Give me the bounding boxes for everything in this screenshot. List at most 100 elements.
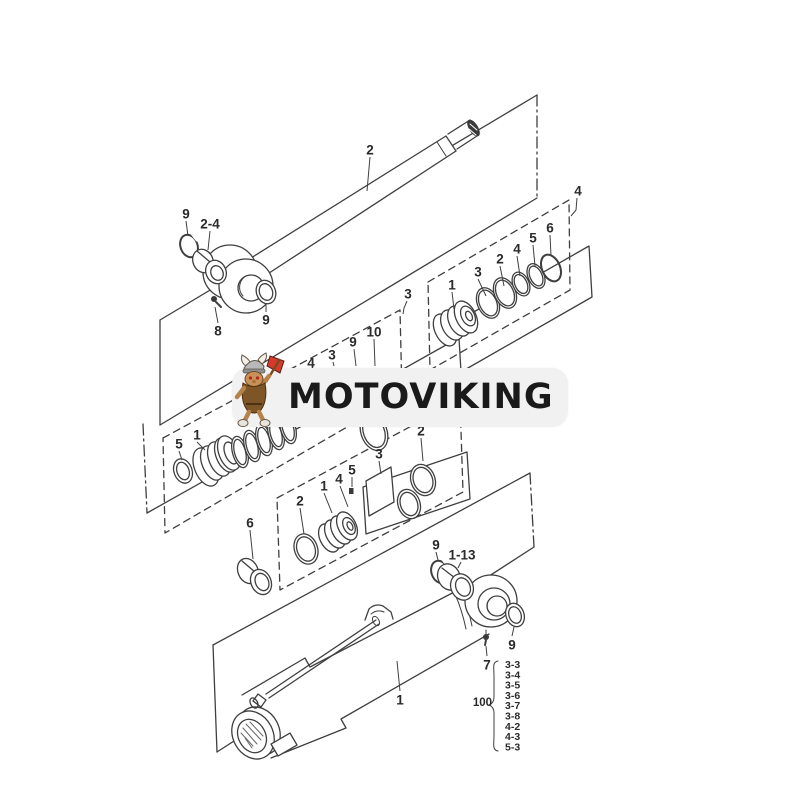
leader-line-kit4-ring2 (499, 265, 505, 287)
part-label-grease-fitting-head: 7 (483, 658, 491, 673)
leader-line-rod-eye-bushing (207, 230, 211, 251)
rod-eye (202, 244, 274, 314)
kit2-piston-1 (317, 511, 359, 553)
ref-list-item: 3-8 (505, 711, 520, 723)
rod-eye-bushing-2-4 (191, 248, 228, 285)
leader-line-kit3-ring10 (373, 338, 376, 367)
kit4-snap-ring-6 (539, 253, 563, 283)
part-label-kit3-seal: 5 (175, 437, 183, 452)
cylinder-assembly (231, 559, 526, 760)
head-ring-9 (504, 602, 526, 628)
piston-kit-box (276, 399, 471, 591)
kit2-ring-2-right (409, 463, 437, 497)
kit2-plate-3 (365, 466, 395, 517)
rod-eye-ring-9 (255, 279, 277, 305)
cylinder-tube-top-edge (241, 587, 463, 696)
head-bushing-1-13 (436, 563, 475, 601)
leader-line-kit2-bushing (249, 529, 254, 560)
part-label-kit3-gland: 1 (193, 428, 201, 443)
part-label-kit4-ring2: 2 (496, 252, 504, 267)
part-label-kit4-piston: 1 (448, 278, 456, 293)
clevis-tab (270, 732, 298, 757)
part-label-gland-kit-box: 3 (404, 287, 412, 302)
leader-line-kit3-ring3 (332, 361, 335, 367)
part-label-kit4-ring3: 3 (474, 265, 482, 280)
part-label-rod-eye-ring: 9 (262, 313, 270, 328)
part-label-kit3-ring4: 4 (307, 356, 315, 371)
kit2-bushing-6 (236, 557, 273, 596)
kit4-ring-4 (511, 271, 531, 297)
mascot-body (241, 382, 267, 414)
part-label-kit2-pin5: 5 (348, 463, 356, 478)
leader-line-grease-fitting-rod (214, 306, 219, 324)
part-label-head-snap-ring: 9 (432, 538, 440, 553)
part-label-kit2-plate3: 3 (375, 447, 383, 462)
part-label-grease-fitting-rod: 8 (214, 324, 222, 339)
leader-line-kit4-piston (451, 291, 455, 310)
part-label-kit2-piston: 1 (320, 479, 328, 494)
mascot-boot-right (259, 419, 271, 427)
ref-list-item: 3-5 (505, 680, 520, 692)
cylinder-cap (231, 706, 281, 760)
ref-list-brace (488, 660, 499, 752)
part-label-seal-kit-box: 4 (574, 184, 582, 199)
kit2-ring-mid (396, 488, 422, 520)
leader-line-kit2-plate3 (378, 460, 382, 475)
piston-kit-2 (236, 463, 437, 596)
rod-threaded-tip (467, 119, 480, 137)
ref-list-item: 5-3 (505, 741, 520, 753)
leader-line-rod-eye-snap-ring (185, 220, 189, 237)
part-label-kit4-ring6: 6 (546, 221, 554, 236)
ref-list-item: 4-3 (505, 731, 520, 743)
part-label-cylinder-body: 1 (396, 693, 404, 708)
part-label-kit3-ring3: 3 (328, 348, 336, 363)
part-label-rod-eye-bushing: 2-4 (200, 217, 220, 232)
mascot-leg-left (242, 409, 252, 423)
mascot-face (244, 371, 264, 387)
leader-line-kit4-ring5 (532, 244, 536, 267)
leader-line-kit2-ring2l (299, 507, 305, 535)
cylinder-tube-bottom-edge (270, 633, 490, 759)
part-label-head-bushing: 1-13 (448, 548, 476, 563)
leader-line-head-snap-ring (435, 551, 439, 561)
kit4-piston (432, 300, 479, 347)
leader-line-kit2-piston (323, 492, 333, 514)
kit2-ring-2-left (293, 533, 319, 565)
cap-thread-hatching (240, 721, 264, 749)
ref-list-item: 3-3 (505, 659, 520, 671)
leader-line-head-bushing (457, 561, 462, 569)
seal-kit-4-box (427, 199, 593, 373)
leader-line-cylinder-body (396, 660, 401, 692)
cylinder-head-eye (464, 574, 518, 635)
grease-fitting-rod (211, 296, 222, 308)
part-label-kit2-ring4: 4 (335, 472, 343, 487)
leader-line-kit3-ring9 (353, 348, 357, 367)
leader-line-kit2-ring2r (420, 437, 424, 462)
part-label-kit3-ring9: 9 (349, 335, 357, 350)
rod-seal-kit-4 (432, 253, 563, 347)
mascot-leg-right (256, 409, 266, 423)
hydraulic-pipe (249, 604, 394, 709)
ref-list-item: 3-4 (505, 669, 520, 681)
leader-line-gland-kit-box (402, 300, 408, 315)
part-label-kit2-ring2r: 2 (417, 424, 425, 439)
leader-line-kit3-gland (196, 441, 206, 451)
part-label-head-ring: 9 (508, 638, 516, 653)
leader-line-kit4-ring4 (516, 255, 521, 277)
part-label-kit4-ring4: 4 (513, 242, 521, 257)
helmet-horn-right (257, 352, 267, 365)
rod-top-edge (250, 135, 447, 259)
leader-line-seal-kit-box (570, 197, 578, 217)
part-label-kit3-ring10: 10 (366, 325, 381, 340)
leader-line-kit4-ring6 (549, 234, 552, 257)
mascot-nose (252, 379, 256, 384)
cylinder-tube-fill (242, 588, 489, 758)
grease-fitting-head (483, 634, 489, 646)
leader-line-head-ring (511, 626, 515, 637)
kit3-seal-5 (172, 458, 194, 484)
leader-line-kit4-ring3 (477, 278, 487, 297)
leader-line-kit3-seal (178, 450, 183, 461)
